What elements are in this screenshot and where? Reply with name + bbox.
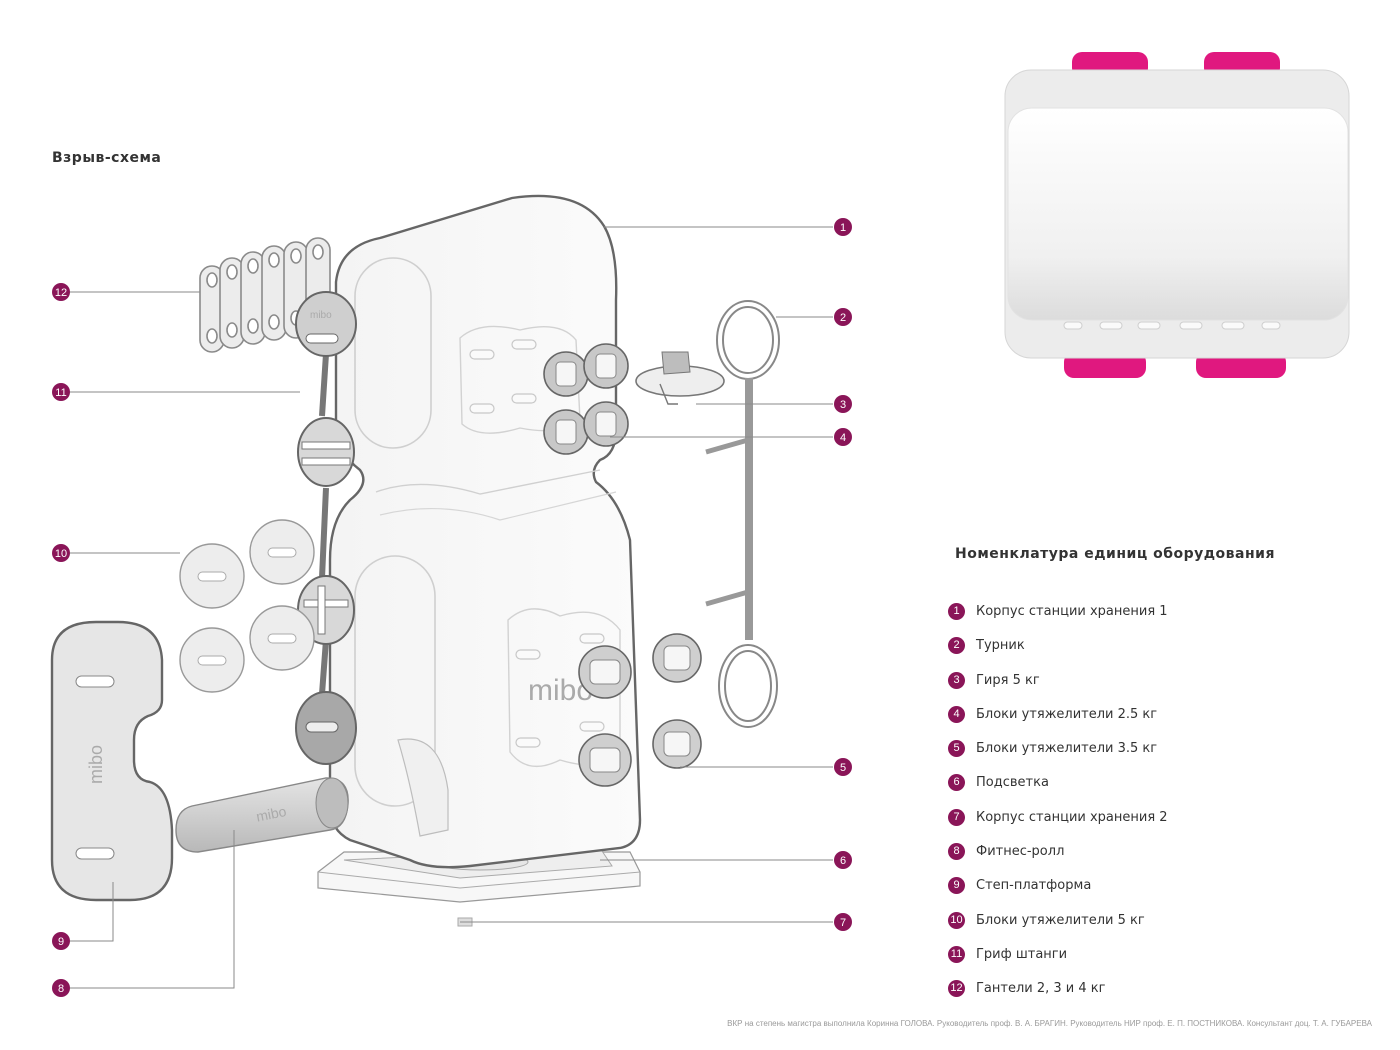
svg-text:2: 2	[840, 312, 846, 324]
svg-text:9: 9	[58, 936, 64, 948]
svg-text:4: 4	[840, 432, 846, 444]
legend-number-badge: 11	[948, 945, 965, 963]
legend-label: Фитнес-ролл	[976, 844, 1065, 860]
callout-5: 5	[834, 758, 852, 776]
legend-item: 8 Фитнес-ролл	[948, 842, 1168, 876]
barbell-bar: mibo	[295, 291, 357, 765]
callout-2: 2	[834, 308, 852, 326]
legend-title: Номенклатура единиц оборудования	[955, 546, 1275, 562]
roll-brand-mark: mibo	[255, 803, 288, 825]
legend-label: Блоки утяжелители 5 кг	[976, 912, 1145, 928]
legend-number-badge: 4	[948, 705, 965, 723]
callout-10: 10	[52, 544, 70, 562]
legend-number-badge: 5	[948, 740, 965, 758]
product-render	[1004, 52, 1350, 378]
legend-item: 2 Турник	[948, 636, 1168, 670]
callout-7: 7	[834, 913, 852, 931]
legend-number-badge: 8	[948, 843, 965, 861]
legend-label: Корпус станции хранения 2	[976, 809, 1168, 825]
svg-text:3: 3	[840, 399, 846, 411]
legend-label: Блоки утяжелители 3.5 кг	[976, 741, 1158, 757]
legend-number-badge: 1	[948, 603, 965, 620]
step-brand-mark: mibo	[86, 745, 106, 784]
thesis-credits-footer: ВКР на степень магистра выполнила Коринн…	[727, 1019, 1372, 1028]
legend-number-badge: 3	[948, 671, 965, 689]
legend-item: 12 Гантели 2, 3 и 4 кг	[948, 979, 1168, 1013]
legend-label: Гиря 5 кг	[976, 672, 1040, 688]
legend-item: 7 Корпус станции хранения 2	[948, 808, 1168, 842]
render-housing-front	[1007, 107, 1349, 321]
legend-label: Блоки утяжелители 2.5 кг	[976, 706, 1158, 722]
fitness-roll: mibo	[175, 777, 349, 853]
render-slots	[1063, 321, 1281, 330]
callout-badges: 1 2 3 4 5 6 7 12 11 10 9 8	[52, 218, 852, 997]
svg-text:1: 1	[840, 222, 846, 234]
legend-item: 1 Корпус станции хранения 1	[948, 602, 1168, 636]
legend-number-badge: 9	[948, 877, 965, 895]
legend-item: 4 Блоки утяжелители 2.5 кг	[948, 705, 1168, 739]
legend-item: 3 Гиря 5 кг	[948, 671, 1168, 705]
weight-blocks-3-5kg	[578, 633, 702, 787]
legend-item: 5 Блоки утяжелители 3.5 кг	[948, 739, 1168, 773]
pull-up-bar	[705, 300, 780, 728]
legend-number-badge: 12	[948, 980, 965, 998]
legend-label: Гриф штанги	[976, 946, 1068, 962]
legend-label: Корпус станции хранения 1	[976, 604, 1168, 619]
legend-number-badge: 2	[948, 637, 965, 655]
step-platform: mibo	[50, 620, 174, 902]
svg-text:10: 10	[55, 548, 67, 560]
svg-text:7: 7	[840, 917, 846, 929]
legend-item: 11 Гриф штанги	[948, 945, 1168, 979]
bar-cap-brand-mark: mibo	[310, 310, 332, 321]
kettlebell	[635, 351, 725, 405]
diagram-title: Взрыв-схема	[52, 150, 162, 166]
legend-number-badge: 6	[948, 774, 965, 792]
callout-3: 3	[834, 395, 852, 413]
weight-blocks-2-5kg	[543, 343, 629, 455]
equipment-legend: 1 Корпус станции хранения 1 2 Турник 3 Гиря…	[948, 602, 1168, 1014]
legend-item: 6 Подсветка	[948, 773, 1168, 807]
callout-9: 9	[52, 932, 70, 950]
legend-number-badge: 7	[948, 808, 965, 826]
legend-label: Подсветка	[976, 775, 1049, 791]
legend-label: Степ-платформа	[976, 878, 1092, 894]
svg-text:5: 5	[840, 762, 846, 774]
callout-1: 1	[834, 218, 852, 236]
legend-item: 10 Блоки утяжелители 5 кг	[948, 911, 1168, 945]
legend-label: Турник	[976, 638, 1025, 654]
legend-number-badge: 10	[948, 911, 965, 929]
dumbbells	[199, 237, 331, 353]
callout-12: 12	[52, 283, 70, 301]
svg-text:12: 12	[55, 287, 67, 299]
weight-blocks-5kg	[179, 519, 315, 693]
callout-6: 6	[834, 851, 852, 869]
svg-text:11: 11	[55, 387, 66, 399]
svg-text:8: 8	[58, 983, 64, 995]
legend-label: Гантели 2, 3 и 4 кг	[976, 981, 1106, 997]
leader-lines	[70, 226, 833, 989]
legend-item: 9 Степ-платформа	[948, 876, 1168, 910]
svg-text:6: 6	[840, 855, 846, 867]
callout-4: 4	[834, 428, 852, 446]
callout-8: 8	[52, 979, 70, 997]
callout-11: 11	[52, 383, 70, 401]
